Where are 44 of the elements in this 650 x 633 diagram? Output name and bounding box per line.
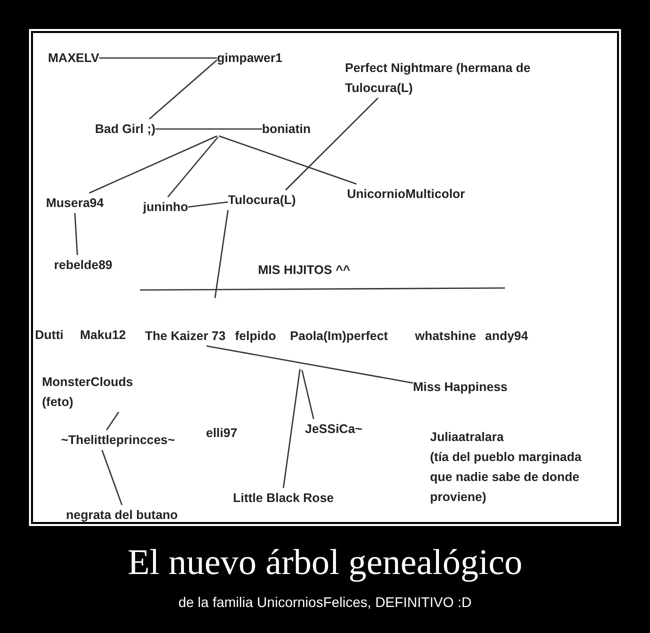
member-name: boniatin — [262, 121, 311, 138]
member-name: MAXELV — [48, 50, 100, 67]
connector-line — [74, 212, 78, 256]
connector-line — [155, 128, 262, 130]
connector-line — [214, 210, 229, 298]
member-name: juninho — [143, 199, 188, 216]
member-name: UnicornioMulticolor — [347, 186, 466, 203]
connector-line — [148, 60, 218, 120]
connector-line — [285, 98, 378, 190]
member-name: Paola(Im)perfect — [290, 328, 388, 345]
member-name: felpido — [235, 328, 276, 345]
member-name: Tulocura(L) — [228, 192, 296, 209]
title: El nuevo árbol genealógico — [128, 541, 522, 584]
member-name: ~Thelittleprincces~ — [61, 432, 175, 449]
member-name: whatshine — [415, 328, 476, 345]
member-name: The Kaizer 73 — [145, 328, 227, 345]
member-name: Maku12 — [80, 327, 126, 344]
connector-line — [206, 345, 414, 384]
connector-line — [99, 57, 217, 59]
member-name: Dutti — [35, 327, 64, 344]
connector-line — [167, 136, 218, 198]
member-name: andy94 — [485, 328, 528, 345]
caption: de la familia UnicorniosFelices, DEFINITIVO :D — [178, 593, 472, 612]
member-name: Little Black Rose — [233, 490, 334, 507]
member-name: (tía del pueblo marginada que nadie sabe de donde proviene) — [430, 449, 582, 506]
member-name: Juliaatralara — [430, 429, 505, 446]
connector-line — [101, 450, 123, 506]
member-name: elli97 — [206, 425, 238, 442]
member-name: Miss Happiness — [413, 379, 508, 396]
member-name: Bad Girl ;) — [95, 121, 156, 138]
member-name: Perfect Nightmare (hermana de Tulocura(L) — [345, 60, 532, 97]
connector-line — [301, 370, 314, 420]
member-name: MonsterClouds (feto) — [42, 374, 134, 411]
member-name: Musera94 — [46, 195, 104, 212]
connector-line — [282, 368, 301, 488]
connector-line — [188, 201, 228, 208]
member-name: JeSSiCa~ — [305, 421, 362, 438]
connector-line — [106, 412, 120, 430]
member-name: negrata del butano — [66, 507, 178, 524]
connector-line — [218, 135, 357, 185]
group-label: MIS HIJITOS ^^ — [258, 262, 350, 279]
connector-line — [89, 135, 218, 194]
member-name: rebelde89 — [54, 257, 112, 274]
member-name: gimpawer1 — [217, 50, 282, 67]
